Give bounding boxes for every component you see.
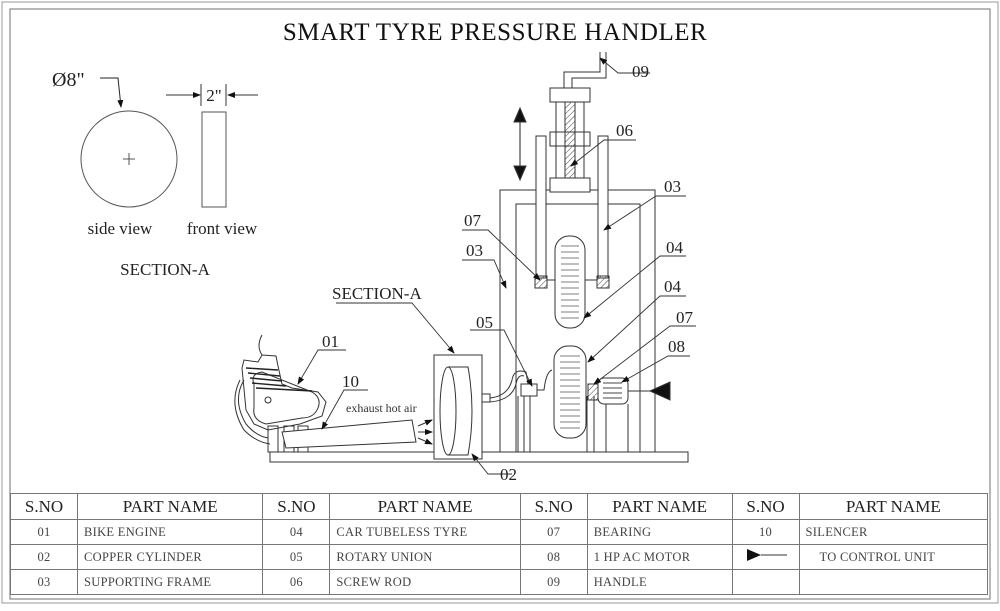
part-sno: 03 <box>10 569 78 595</box>
down-arrow-icon <box>513 165 527 182</box>
callout-02: 02 <box>500 465 517 484</box>
side-view-label: side view <box>88 219 153 238</box>
part-name: CAR TUBELESS TYRE <box>329 519 521 545</box>
arrow-to-control-unit-icon <box>746 549 787 561</box>
header-part-name: PART NAME <box>76 493 264 520</box>
part-name: SUPPORTING FRAME <box>76 569 264 595</box>
parts-table-header: S.NO PART NAME S.NO PART NAME S.NO PART … <box>10 493 989 520</box>
callout-07-lower: 07 <box>676 308 694 327</box>
to-control-unit-arrow-icon <box>648 381 671 401</box>
copper-cylinder-body <box>448 366 473 456</box>
header-sno: S.NO <box>731 493 800 520</box>
part-sno: 01 <box>10 519 78 545</box>
table-row: 01 BIKE ENGINE 04 CAR TUBELESS TYRE 07 B… <box>10 519 989 545</box>
diameter-leader <box>100 77 124 108</box>
top-plate <box>549 87 591 103</box>
exhaust-arrow-1 <box>417 419 433 427</box>
bearing-upper-right <box>596 275 610 289</box>
callout-01: 01 <box>322 332 339 351</box>
part-sno: 07 <box>519 519 588 545</box>
part-sno: 08 <box>519 544 588 570</box>
drawing-title: SMART TYRE PRESSURE HANDLER <box>283 19 707 46</box>
ac-motor <box>597 377 629 405</box>
air-hose-inner <box>489 375 525 403</box>
tyre-upper-tread <box>561 245 579 319</box>
section-front-view-rect <box>201 111 227 208</box>
callout-08: 08 <box>668 337 685 356</box>
part-sno: 06 <box>262 569 331 595</box>
up-arrow-icon <box>513 106 527 123</box>
width-label: 2" <box>206 86 221 105</box>
part-name: SILENCER <box>798 519 989 545</box>
rotary-union <box>520 383 538 397</box>
assembly-drawing <box>234 52 689 463</box>
silencer <box>281 419 417 449</box>
section-side-view-circle <box>80 110 178 208</box>
inner-border <box>9 8 991 600</box>
slider-left <box>535 135 547 279</box>
table-row: 03 SUPPORTING FRAME 06 SCREW ROD 09 HAND… <box>10 569 989 595</box>
part-sno: 10 <box>731 519 800 545</box>
part-name: 1 HP AC MOTOR <box>586 544 733 570</box>
front-view-label: front view <box>187 219 258 238</box>
section-a-callout: SECTION-A <box>332 284 422 303</box>
exhaust-arrow-3 <box>417 437 433 445</box>
copper-cylinder-housing <box>433 354 483 460</box>
part-name: BEARING <box>586 519 733 545</box>
cylinder-outlet <box>481 393 491 403</box>
header-part-name: PART NAME <box>329 493 521 520</box>
callout-labels: 01 10 SECTION-A exhaust hot air 02 03 07… <box>322 62 694 484</box>
section-a-detail: Ø8" 2" side view front view SECTION-A <box>52 69 258 279</box>
header-part-name: PART NAME <box>586 493 733 520</box>
slider-right <box>597 135 609 279</box>
part-name <box>798 569 989 595</box>
header-sno: S.NO <box>262 493 331 520</box>
callout-03-right: 03 <box>664 177 681 196</box>
screw-rod <box>564 101 576 179</box>
diameter-label: Ø8" <box>52 69 85 91</box>
callout-05: 05 <box>476 313 493 332</box>
parts-table: S.NO PART NAME S.NO PART NAME S.NO PART … <box>10 493 989 595</box>
part-sno: 02 <box>10 544 78 570</box>
part-name: TO CONTROL UNIT <box>798 544 989 570</box>
callout-10: 10 <box>342 372 359 391</box>
part-sno <box>731 569 800 595</box>
tyre-lower-tread <box>560 355 580 429</box>
supporting-frame-inner <box>515 203 641 453</box>
table-row: 02 COPPER CYLINDER 05 ROTARY UNION 08 1 … <box>10 544 989 570</box>
part-name: ROTARY UNION <box>329 544 521 570</box>
header-sno: S.NO <box>519 493 588 520</box>
bottom-plate <box>549 177 591 193</box>
header-sno: S.NO <box>10 493 78 520</box>
callout-07-upper: 07 <box>464 211 482 230</box>
bearing-upper-left <box>534 275 548 289</box>
callouts <box>297 57 696 475</box>
union-hose <box>537 369 553 391</box>
callout-04-upper: 04 <box>666 238 684 257</box>
section-a-label: SECTION-A <box>120 260 210 279</box>
motor-fins <box>603 382 622 399</box>
part-name: SCREW ROD <box>329 569 521 595</box>
part-sno: 09 <box>519 569 588 595</box>
part-name: BIKE ENGINE <box>76 519 264 545</box>
handle-inner <box>571 52 607 88</box>
part-name: HANDLE <box>586 569 733 595</box>
control-unit-symbol-cell <box>731 544 800 570</box>
callout-06: 06 <box>616 121 633 140</box>
part-sno: 04 <box>262 519 331 545</box>
callout-03-left: 03 <box>466 241 483 260</box>
exhaust-label: exhaust hot air <box>346 401 417 415</box>
handle <box>563 52 601 88</box>
bearing-lower <box>587 383 599 401</box>
callout-04-lower: 04 <box>664 277 682 296</box>
callout-09: 09 <box>632 62 649 81</box>
header-part-name: PART NAME <box>798 493 989 520</box>
part-sno: 05 <box>262 544 331 570</box>
part-name: COPPER CYLINDER <box>76 544 264 570</box>
